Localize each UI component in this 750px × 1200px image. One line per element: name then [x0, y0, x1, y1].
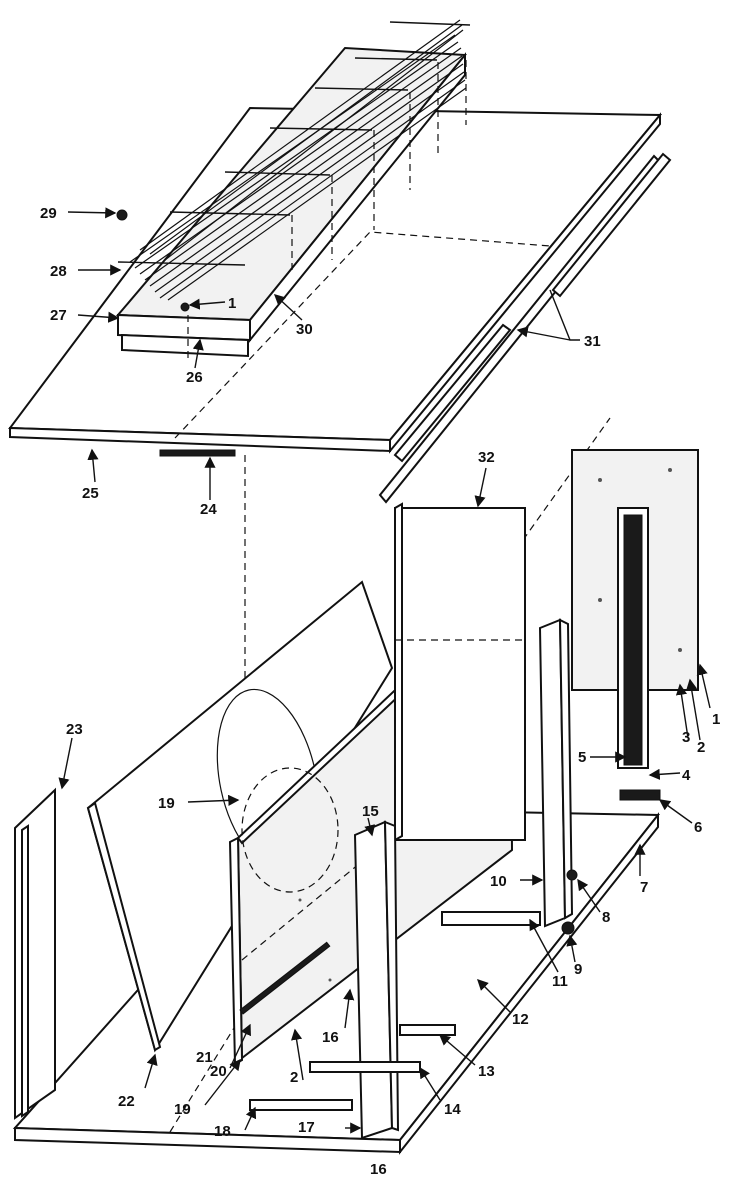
callout-4: 4	[682, 767, 691, 784]
callout-23: 23	[66, 721, 83, 738]
callout-9: 9	[574, 961, 582, 978]
support-rods	[117, 21, 471, 266]
callout-17: 17	[298, 1119, 315, 1136]
callout-1-top: 1	[228, 295, 236, 312]
callout-16-upper: 16	[322, 1029, 339, 1046]
callout-32: 32	[478, 449, 495, 466]
callout-12: 12	[512, 1011, 529, 1028]
callout-30: 30	[296, 321, 313, 338]
callout-29: 29	[40, 205, 57, 222]
callout-31: 31	[584, 333, 601, 350]
callout-22: 22	[118, 1093, 135, 1110]
callout-21: 21	[196, 1049, 213, 1066]
callout-6: 6	[694, 819, 702, 836]
callout-5: 5	[578, 749, 586, 766]
callout-24: 24	[200, 501, 217, 518]
callout-28: 28	[50, 263, 67, 280]
callout-numbers: 29 28 27 1 30 26 31 25 24 32 23 19 15 1 …	[40, 205, 720, 1178]
top-cover-panel	[8, 106, 663, 454]
callout-1-right: 1	[712, 711, 720, 728]
gasket-strip	[159, 449, 236, 457]
rear-panel	[394, 502, 526, 842]
callout-18: 18	[214, 1123, 231, 1140]
leader-lines	[58, 207, 711, 1134]
callout-15: 15	[362, 803, 379, 820]
callout-25: 25	[82, 485, 99, 502]
screw	[116, 209, 128, 221]
callout-20: 20	[210, 1063, 227, 1080]
left-side-panel	[14, 787, 56, 1120]
callout-14: 14	[444, 1101, 461, 1118]
callout-10: 10	[490, 873, 507, 890]
callout-26: 26	[186, 369, 203, 386]
center-post	[538, 618, 574, 928]
callout-11: 11	[552, 973, 568, 990]
callout-8: 8	[602, 909, 610, 926]
callout-7: 7	[640, 879, 648, 896]
callout-19-upper: 19	[158, 795, 175, 812]
callout-2-left: 2	[290, 1069, 298, 1086]
front-post	[353, 820, 400, 1140]
screw-small	[180, 302, 190, 312]
callout-2-right: 2	[697, 739, 705, 756]
callout-16: 16	[370, 1161, 387, 1178]
callout-13: 13	[478, 1063, 495, 1080]
front-grille-panel	[86, 580, 394, 1053]
callout-27: 27	[50, 307, 67, 324]
callout-19-lower: 19	[174, 1101, 191, 1118]
callout-3: 3	[682, 729, 690, 746]
right-side-panel	[571, 449, 699, 769]
